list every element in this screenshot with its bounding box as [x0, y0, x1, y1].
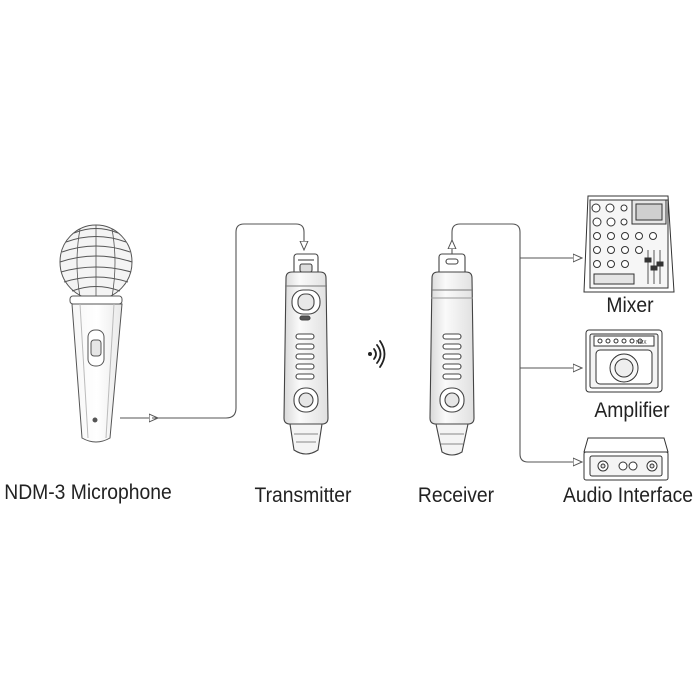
amp-brand-text: NUX — [636, 340, 647, 346]
microphone-illustration — [59, 224, 133, 443]
audio-interface-label: Audio Interface — [563, 484, 693, 507]
cable-receiver-outputs — [452, 223, 582, 462]
microphone-label: NDM-3 Microphone — [4, 481, 172, 504]
mixer-label: Mixer — [606, 294, 654, 317]
receiver-illustration — [429, 253, 475, 456]
amplifier-device-icon: NUX — [585, 329, 663, 393]
mixer-device-icon — [583, 195, 675, 293]
amplifier-label: Amplifier — [594, 399, 670, 422]
audio-interface-device-icon — [583, 437, 669, 481]
wireless-signal-icon — [368, 340, 386, 368]
cable-mic-to-transmitter — [120, 223, 304, 418]
transmitter-label: Transmitter — [254, 484, 352, 507]
transmitter-illustration — [283, 253, 329, 455]
receiver-label: Receiver — [417, 484, 495, 507]
